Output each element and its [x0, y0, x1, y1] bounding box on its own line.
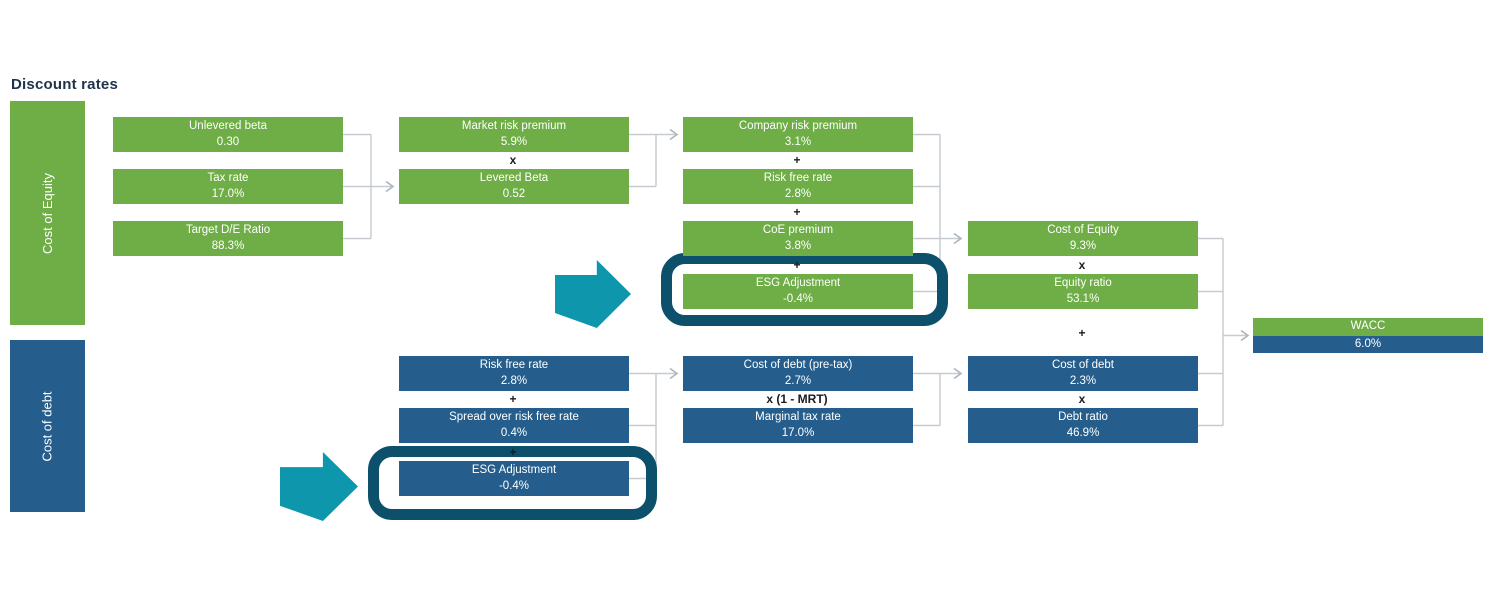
page-title: Discount rates [11, 76, 118, 93]
node-company-risk-premium: Company risk premium 3.1% [683, 117, 913, 152]
wacc-value: 6.0% [1253, 335, 1483, 353]
node-esg-adjustment-equity: ESG Adjustment -0.4% [683, 274, 913, 309]
node-tax-rate: Tax rate 17.0% [113, 169, 343, 204]
node-target-de-ratio: Target D/E Ratio 88.3% [113, 221, 343, 256]
node-value: 3.8% [784, 240, 812, 252]
node-label: Spread over risk free rate [449, 411, 579, 423]
node-value: 0.4% [500, 427, 528, 439]
node-label: Tax rate [207, 172, 249, 184]
node-value: 88.3% [211, 240, 245, 252]
node-value: 5.9% [500, 136, 528, 148]
node-value: 0.30 [216, 136, 240, 148]
node-label: Cost of Equity [1047, 224, 1119, 236]
node-value: 17.0% [781, 427, 815, 439]
node-value: 17.0% [211, 188, 245, 200]
node-label: Target D/E Ratio [185, 224, 271, 236]
node-risk-free-rate-equity: Risk free rate 2.8% [683, 169, 913, 204]
node-label: Levered Beta [479, 172, 549, 184]
node-value: 53.1% [1066, 293, 1100, 305]
node-value: 2.8% [500, 375, 528, 387]
node-label: Risk free rate [479, 359, 549, 371]
node-spread-over-risk-free-rate: Spread over risk free rate 0.4% [399, 408, 629, 443]
node-equity-ratio: Equity ratio 53.1% [968, 274, 1198, 309]
node-label: Equity ratio [1054, 277, 1112, 289]
operator-plus: + [793, 258, 801, 272]
node-label: Debt ratio [1058, 411, 1108, 423]
node-levered-beta: Levered Beta 0.52 [399, 169, 629, 204]
operator-plus: + [509, 445, 517, 459]
node-debt-ratio: Debt ratio 46.9% [968, 408, 1198, 443]
node-cost-of-debt-pre-tax: Cost of debt (pre-tax) 2.7% [683, 356, 913, 391]
operator-multiply: x [1078, 392, 1086, 406]
node-value: 2.8% [784, 188, 812, 200]
node-wacc: WACC 6.0% [1253, 318, 1483, 353]
node-value: 2.3% [1069, 375, 1097, 387]
node-label: Risk free rate [763, 172, 833, 184]
node-label: Cost of debt (pre-tax) [743, 359, 853, 371]
node-marginal-tax-rate: Marginal tax rate 17.0% [683, 408, 913, 443]
operator-multiply: x [509, 153, 517, 167]
node-risk-free-rate-debt: Risk free rate 2.8% [399, 356, 629, 391]
node-value: -0.4% [782, 293, 814, 305]
operator-plus: + [793, 153, 801, 167]
node-label: CoE premium [762, 224, 834, 236]
node-value: -0.4% [498, 480, 530, 492]
node-value: 3.1% [784, 136, 812, 148]
sidebar-cost-of-equity: Cost of Equity [10, 101, 85, 325]
sidebar-cost-of-debt: Cost of debt [10, 340, 85, 512]
node-value: 0.52 [502, 188, 526, 200]
node-market-risk-premium: Market risk premium 5.9% [399, 117, 629, 152]
node-label: ESG Adjustment [471, 464, 557, 476]
node-label: Market risk premium [461, 120, 567, 132]
operator-plus: + [793, 205, 801, 219]
node-label: ESG Adjustment [755, 277, 841, 289]
node-esg-adjustment-debt: ESG Adjustment -0.4% [399, 461, 629, 496]
operator-x-1-minus-mrt: x (1 - MRT) [766, 392, 828, 406]
node-value: 9.3% [1069, 240, 1097, 252]
operator-multiply: x [1078, 258, 1086, 272]
esg-equity-highlight-outline [661, 253, 948, 326]
node-label: Marginal tax rate [755, 411, 841, 423]
node-label: Company risk premium [738, 120, 858, 132]
node-value: 2.7% [784, 375, 812, 387]
wacc-label: WACC [1253, 318, 1483, 336]
operator-plus: + [509, 392, 517, 406]
node-coe-premium: CoE premium 3.8% [683, 221, 913, 256]
node-label: Cost of debt [1051, 359, 1114, 371]
node-cost-of-equity: Cost of Equity 9.3% [968, 221, 1198, 256]
esg-debt-highlight-outline [368, 446, 657, 520]
node-unlevered-beta: Unlevered beta 0.30 [113, 117, 343, 152]
node-label: Unlevered beta [189, 120, 267, 132]
node-cost-of-debt: Cost of debt 2.3% [968, 356, 1198, 391]
operator-plus-combine: + [1078, 326, 1086, 340]
node-value: 46.9% [1066, 427, 1100, 439]
